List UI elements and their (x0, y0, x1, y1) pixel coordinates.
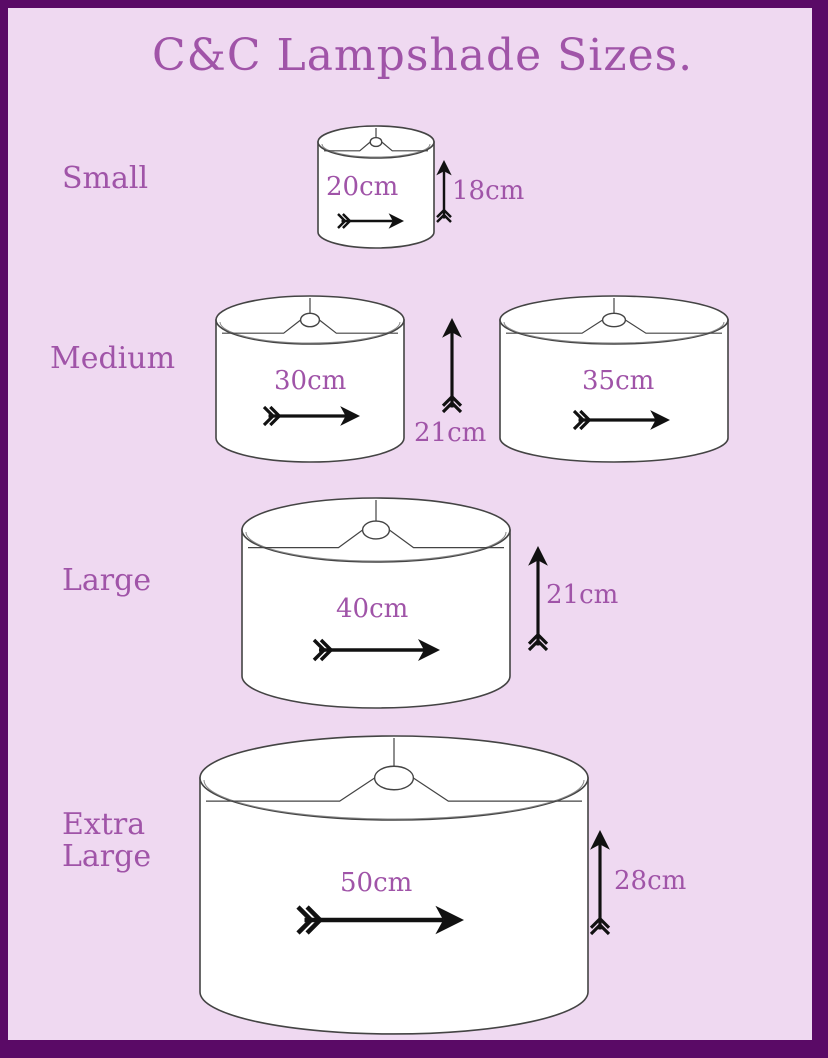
lampshade-illustration (199, 125, 729, 1035)
size-label-large: Large (62, 563, 152, 598)
small-height-arrow (436, 160, 452, 223)
medium-height-label: 21cm (414, 418, 487, 448)
large-shade (241, 497, 511, 709)
large-width-label: 40cm (336, 594, 409, 624)
medium-width-label-30: 30cm (274, 366, 347, 396)
large-height-label: 21cm (546, 580, 619, 610)
extra-large-shade (199, 735, 589, 1035)
medium-width-arrow-30 (262, 405, 360, 427)
small-height-label: 18cm (452, 176, 525, 206)
large-width-arrow (312, 638, 440, 662)
medium-shade-35 (499, 295, 729, 463)
size-label-extra: Extra (62, 807, 146, 842)
extra-large-width-arrow (296, 905, 464, 935)
extra-large-height-arrow (589, 830, 611, 936)
size-label-medium: Medium (50, 341, 176, 376)
page-title: C&C Lampshade Sizes. (152, 30, 694, 81)
medium-width-label-35: 35cm (582, 366, 655, 396)
small-width-label: 20cm (326, 172, 399, 202)
extra-large-height-label: 28cm (614, 866, 687, 896)
small-width-arrow (337, 213, 404, 229)
medium-height-arrow (441, 318, 463, 414)
poster-frame: C&C Lampshade Sizes. Small Medium Large … (8, 8, 812, 1040)
medium-width-arrow-35 (572, 409, 670, 431)
large-height-arrow (527, 546, 549, 652)
size-label-small: Small (62, 161, 149, 196)
extra-large-width-label: 50cm (340, 868, 413, 898)
size-label-extra-large: Large (62, 839, 152, 874)
medium-shade-30 (215, 295, 405, 463)
